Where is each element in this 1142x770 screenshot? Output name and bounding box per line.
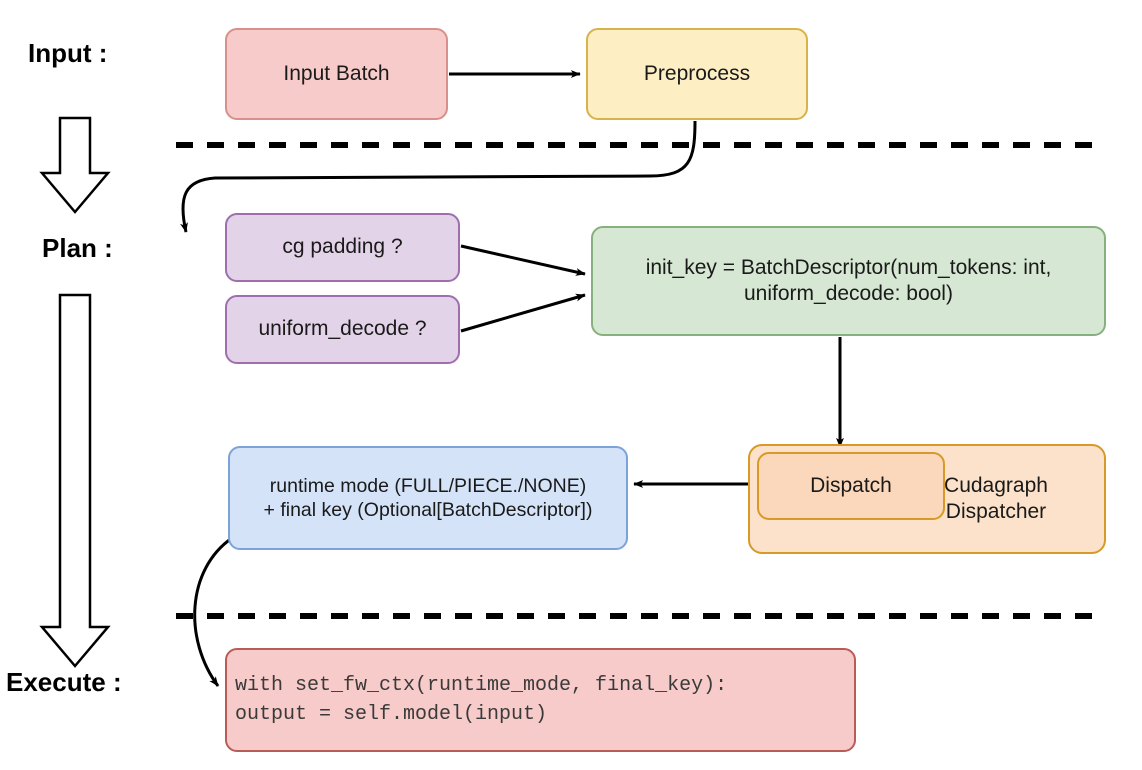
- node-init-key-label: init_key = BatchDescriptor(num_tokens: i…: [645, 255, 1052, 305]
- edge-cg-padding-to-init-key: [460, 244, 586, 276]
- stage-label-plan: Plan :: [42, 233, 113, 264]
- node-cudagraph-dispatcher-label: Cudagraph Dispatcher: [944, 473, 1048, 523]
- input-to-plan-block-arrow: [39, 116, 111, 214]
- node-input-batch[interactable]: Input Batch: [225, 28, 448, 120]
- node-input-batch-label: Input Batch: [283, 61, 390, 85]
- node-preprocess-label: Preprocess: [643, 61, 751, 85]
- plan-to-execute-block-arrow: [39, 293, 111, 668]
- stage-label-plan-text: Plan :: [42, 233, 113, 263]
- node-code-block[interactable]: with set_fw_ctx(runtime_mode, final_key)…: [225, 648, 856, 752]
- node-preprocess[interactable]: Preprocess: [586, 28, 808, 120]
- node-runtime-mode[interactable]: runtime mode (FULL/PIECE./NONE) + final …: [228, 446, 628, 550]
- stage-label-execute-text: Execute :: [6, 667, 122, 697]
- node-cg-padding-label: cg padding ?: [282, 235, 403, 259]
- stage-label-execute: Execute :: [6, 667, 122, 698]
- stage-label-input: Input :: [28, 38, 107, 69]
- node-dispatch-label: Dispatch: [810, 473, 892, 497]
- node-code-block-label: with set_fw_ctx(runtime_mode, final_key)…: [235, 674, 728, 726]
- node-uniform-decode[interactable]: uniform_decode ?: [225, 295, 460, 364]
- node-uniform-decode-label: uniform_decode ?: [258, 317, 427, 341]
- edge-uniform-decode-to-init-key: [460, 293, 586, 333]
- node-runtime-mode-label: runtime mode (FULL/PIECE./NONE) + final …: [263, 474, 593, 521]
- node-init-key[interactable]: init_key = BatchDescriptor(num_tokens: i…: [591, 226, 1106, 336]
- stage-label-input-text: Input :: [28, 38, 108, 68]
- node-dispatch[interactable]: Dispatch: [757, 452, 945, 520]
- node-cg-padding[interactable]: cg padding ?: [225, 213, 460, 282]
